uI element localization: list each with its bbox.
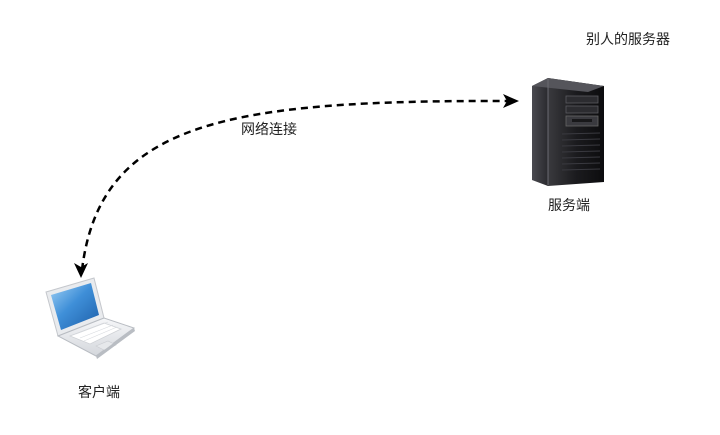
connection-edge <box>74 94 519 278</box>
tower-server-icon <box>532 78 604 186</box>
client-label: 客户端 <box>78 385 120 401</box>
connection-label: 网络连接 <box>240 121 298 139</box>
laptop-icon <box>45 277 136 359</box>
server-label: 服务端 <box>548 198 590 214</box>
arrowhead-client <box>74 263 88 278</box>
arrowhead-server <box>503 94 519 108</box>
other-server-label: 别人的服务器 <box>586 32 670 48</box>
